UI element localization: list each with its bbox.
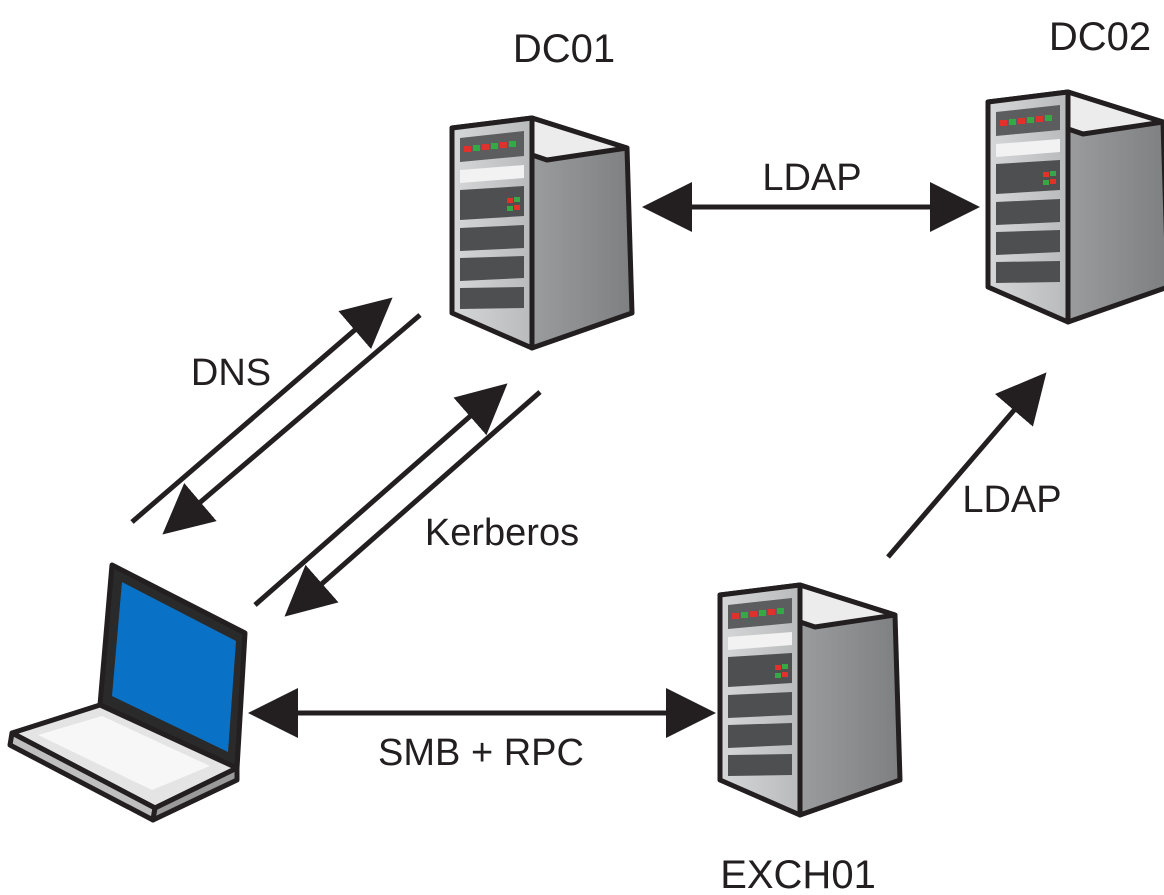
ldap-exch-label: LDAP — [962, 479, 1061, 521]
ldap-dc-label: LDAP — [762, 157, 861, 199]
dc01-server[interactable] — [452, 118, 632, 348]
smb-rpc-label: SMB + RPC — [378, 732, 584, 774]
dc02-server[interactable] — [988, 92, 1164, 322]
exch01-server[interactable] — [720, 585, 900, 815]
edge-kerberos — [253, 383, 542, 617]
server-icon — [452, 118, 632, 348]
dns-label: DNS — [191, 352, 271, 394]
laptop-screen — [112, 582, 236, 752]
laptop-keyboard — [38, 716, 210, 790]
dc02-label: DC02 — [1049, 15, 1151, 59]
kerberos-response-arrow — [284, 390, 542, 617]
server-icon — [720, 585, 900, 815]
edge-ldap-exch01-dc02 — [886, 372, 1047, 559]
edge-dns — [130, 297, 422, 535]
client-laptop[interactable] — [7, 562, 248, 823]
dns-request-arrow — [130, 297, 393, 524]
dns-response-arrow — [162, 313, 422, 535]
server-icon — [988, 92, 1164, 322]
exch01-label: EXCH01 — [720, 853, 876, 895]
dc01-label: DC01 — [513, 27, 615, 71]
kerberos-label: Kerberos — [425, 512, 579, 554]
